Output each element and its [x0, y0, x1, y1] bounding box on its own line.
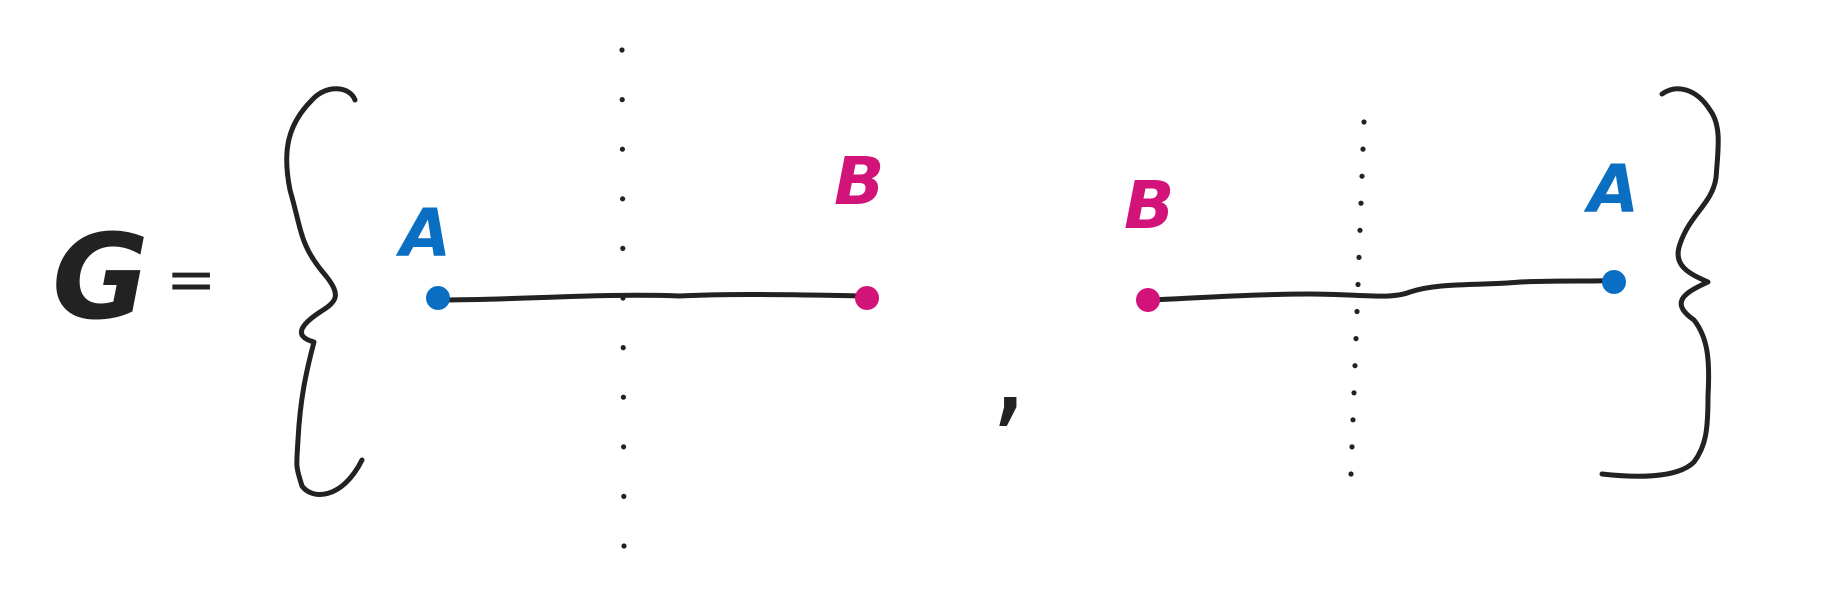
axis-dot — [621, 493, 627, 499]
set-name-g: G — [52, 208, 149, 346]
axis-dot — [1359, 173, 1365, 179]
axis-dot — [1356, 254, 1362, 260]
dotted-axis-right — [1348, 119, 1367, 477]
axis-dot — [621, 444, 627, 450]
axis-dot — [1360, 146, 1366, 152]
axis-dot — [1361, 119, 1367, 125]
axis-dot — [1357, 227, 1363, 233]
axis-dot — [619, 97, 625, 103]
vertex-1-right-label: B — [834, 143, 884, 220]
vertex-2-right — [1602, 270, 1626, 294]
axis-dot — [1355, 281, 1361, 288]
axis-dot — [620, 196, 626, 202]
axis-dot — [1351, 390, 1357, 396]
axis-dot — [1348, 471, 1354, 477]
axis-dot — [1358, 200, 1364, 206]
vertex-1-left-label: A — [395, 195, 451, 272]
axis-dot — [619, 146, 626, 152]
axis-dot — [1354, 308, 1360, 315]
vertex-2-left — [1136, 288, 1160, 312]
vertex-2-right-label: A — [1583, 151, 1639, 228]
axis-dot — [1352, 363, 1358, 369]
axis-dot — [1353, 336, 1359, 342]
axis-dot — [1349, 444, 1355, 450]
axis-dot — [620, 345, 626, 351]
axis-dot — [621, 543, 627, 549]
vertex-2-left-label: B — [1124, 167, 1174, 244]
right-brace — [1599, 86, 1721, 479]
axis-dot — [620, 245, 626, 251]
edge-1 — [437, 292, 865, 303]
left-brace — [284, 86, 365, 497]
element-separator: , — [990, 302, 1028, 441]
axis-dot — [619, 47, 625, 53]
edge-2 — [1147, 277, 1621, 303]
equals-sign: = — [166, 245, 216, 315]
vertex-1-left — [426, 286, 450, 310]
axis-dot — [1350, 417, 1356, 423]
axis-dot — [620, 394, 627, 400]
vertex-1-right — [855, 286, 879, 310]
